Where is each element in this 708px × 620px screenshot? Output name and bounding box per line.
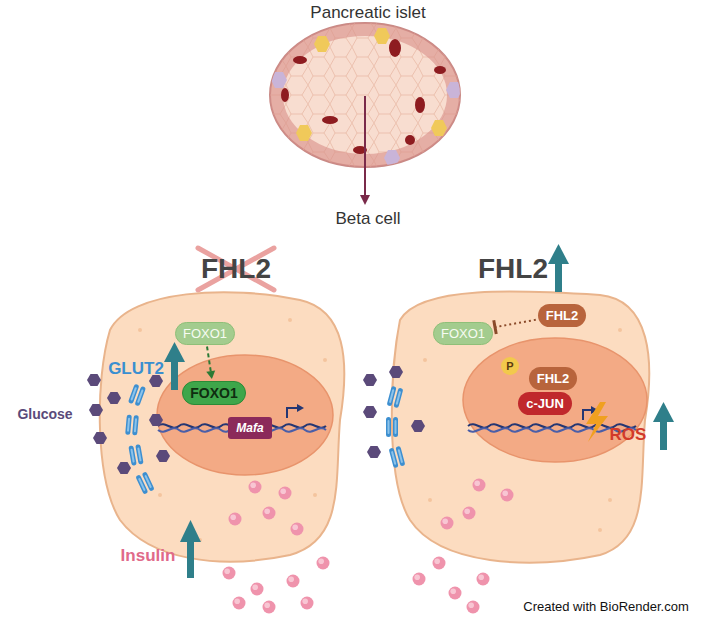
hormone-label: Insulin — [121, 546, 176, 566]
node-text: FOXO1 — [441, 326, 485, 341]
protein-pill: c-JUN — [518, 392, 572, 415]
node-text: P — [506, 360, 513, 372]
phospho-circle: P — [501, 357, 519, 375]
watermark: Created with BioRender.com — [523, 600, 688, 615]
node-text: FOXO1 — [183, 326, 227, 341]
node-text: c-JUN — [526, 396, 564, 411]
node-text: FHL2 — [546, 308, 579, 323]
beta-cell-left — [87, 292, 344, 613]
inhibition-line — [494, 320, 536, 334]
protein-pill: FOXO1 — [182, 381, 245, 405]
protein-pill: FOXO1 — [175, 322, 235, 345]
molecule-label: Glucose — [17, 406, 72, 422]
node-text: FHL2 — [537, 371, 570, 386]
cell-label: Beta cell — [335, 209, 400, 229]
increase-arrow — [164, 342, 201, 578]
protein-pill: FOXO1 — [433, 322, 493, 345]
protein-pill: Mafa — [228, 417, 271, 439]
node-text: Mafa — [236, 421, 263, 435]
gene-label: FHL2 — [201, 253, 271, 285]
gene-label: FHL2 — [478, 253, 548, 285]
ros-label: ROS — [610, 425, 647, 445]
protein-pill: FHL2 — [529, 367, 578, 390]
title-label: Pancreatic islet — [310, 3, 425, 23]
cross-mark — [198, 248, 274, 290]
protein-label: GLUT2 — [108, 359, 164, 379]
increase-arrow — [548, 244, 674, 450]
protein-pill: FHL2 — [538, 304, 587, 327]
activation-arrow — [206, 346, 215, 379]
node-text: FOXO1 — [190, 385, 237, 401]
ros-bolt — [586, 402, 608, 442]
pancreatic-islet — [260, 20, 470, 203]
beta-cell-right — [363, 244, 674, 614]
